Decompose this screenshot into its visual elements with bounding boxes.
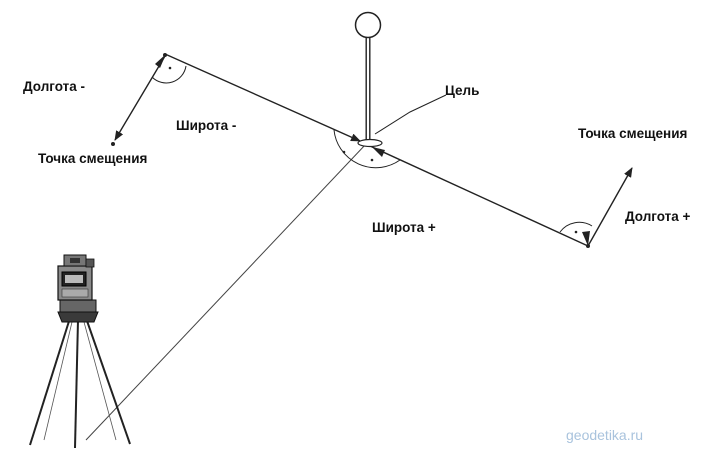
label-latitude-plus: Широта + bbox=[372, 220, 436, 235]
label-offset-point-left: Точка смещения bbox=[38, 151, 148, 166]
label-longitude-plus: Долгота + bbox=[625, 209, 691, 224]
label-offset-point-right: Точка смещения bbox=[578, 126, 688, 141]
latitude-plus-line bbox=[369, 145, 589, 247]
point-right-corner bbox=[586, 244, 590, 248]
point-left-corner bbox=[163, 53, 167, 57]
angle-arc-left bbox=[151, 65, 187, 84]
longitude-plus-arrowhead-bottom bbox=[582, 231, 590, 246]
latitude-plus-arrowhead bbox=[372, 147, 385, 157]
label-latitude-minus: Широта - bbox=[176, 118, 237, 133]
total-station bbox=[29, 254, 131, 449]
angle-arc-right bbox=[559, 221, 593, 233]
sight-line bbox=[85, 143, 367, 441]
prism-pole bbox=[354, 11, 383, 148]
angle-dot-right bbox=[574, 230, 578, 234]
angle-dot-target-right bbox=[370, 158, 374, 162]
label-target: Цель bbox=[445, 83, 480, 98]
pole-foot bbox=[357, 138, 383, 148]
target-leader-line bbox=[374, 94, 447, 135]
angle-dot-left bbox=[168, 66, 172, 70]
latitude-minus-line bbox=[164, 53, 361, 142]
point-left-offset bbox=[111, 142, 115, 146]
longitude-minus-arrowhead-top bbox=[155, 54, 166, 68]
prism-target-ball bbox=[354, 11, 382, 39]
label-longitude-minus: Долгота - bbox=[23, 79, 85, 94]
angle-arc-target bbox=[333, 129, 401, 169]
angle-dot-target-left bbox=[342, 150, 346, 154]
longitude-minus-line bbox=[114, 55, 166, 141]
watermark: geodetika.ru bbox=[566, 427, 644, 443]
longitude-plus-line bbox=[587, 167, 633, 247]
